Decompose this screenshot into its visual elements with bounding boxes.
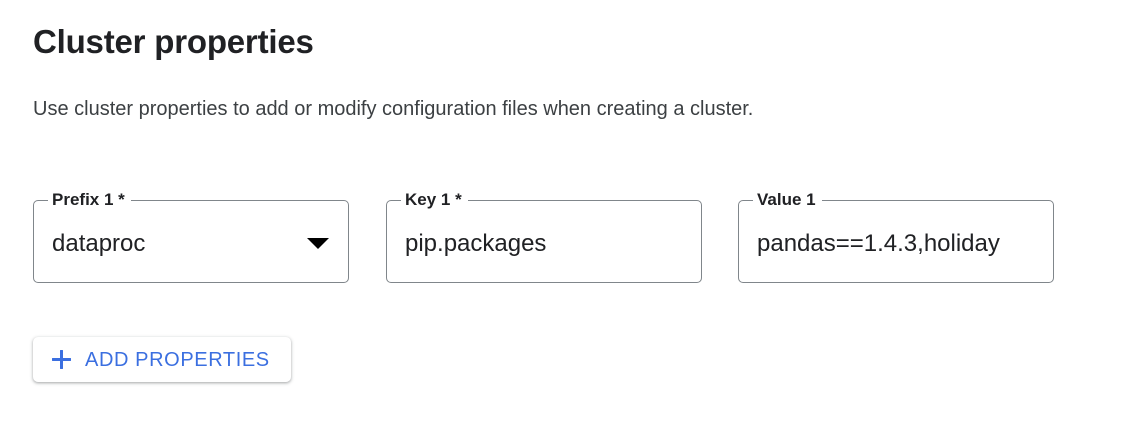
- add-properties-button[interactable]: ADD PROPERTIES: [33, 337, 291, 382]
- field-value-value-1[interactable]: pandas==1.4.3,holiday: [757, 229, 1000, 257]
- field-control-key-1[interactable]: pip.packages: [386, 200, 702, 283]
- cluster-properties-row: Prefix 1 * Prefix 1 * dataproc Key 1 * K…: [33, 190, 1093, 292]
- chevron-down-icon[interactable]: [307, 238, 329, 249]
- field-value-1[interactable]: Value 1 Value 1 pandas==1.4.3,holiday: [738, 190, 1054, 283]
- add-properties-label: ADD PROPERTIES: [85, 348, 270, 371]
- field-value-prefix-1[interactable]: dataproc: [52, 229, 146, 257]
- page-description: Use cluster properties to add or modify …: [33, 98, 754, 120]
- field-key-1[interactable]: Key 1 * Key 1 * pip.packages: [386, 190, 702, 283]
- page-title: Cluster properties: [33, 23, 314, 60]
- field-label-value-1: Value 1: [757, 190, 816, 209]
- field-label-key-1: Key 1 *: [405, 190, 462, 209]
- field-control-value-1[interactable]: pandas==1.4.3,holiday: [738, 200, 1054, 283]
- field-prefix-1[interactable]: Prefix 1 * Prefix 1 * dataproc: [33, 190, 349, 283]
- field-control-prefix-1[interactable]: dataproc: [33, 200, 349, 283]
- field-value-key-1[interactable]: pip.packages: [405, 229, 547, 257]
- field-label-prefix-1: Prefix 1 *: [52, 190, 125, 209]
- plus-icon: [52, 350, 71, 369]
